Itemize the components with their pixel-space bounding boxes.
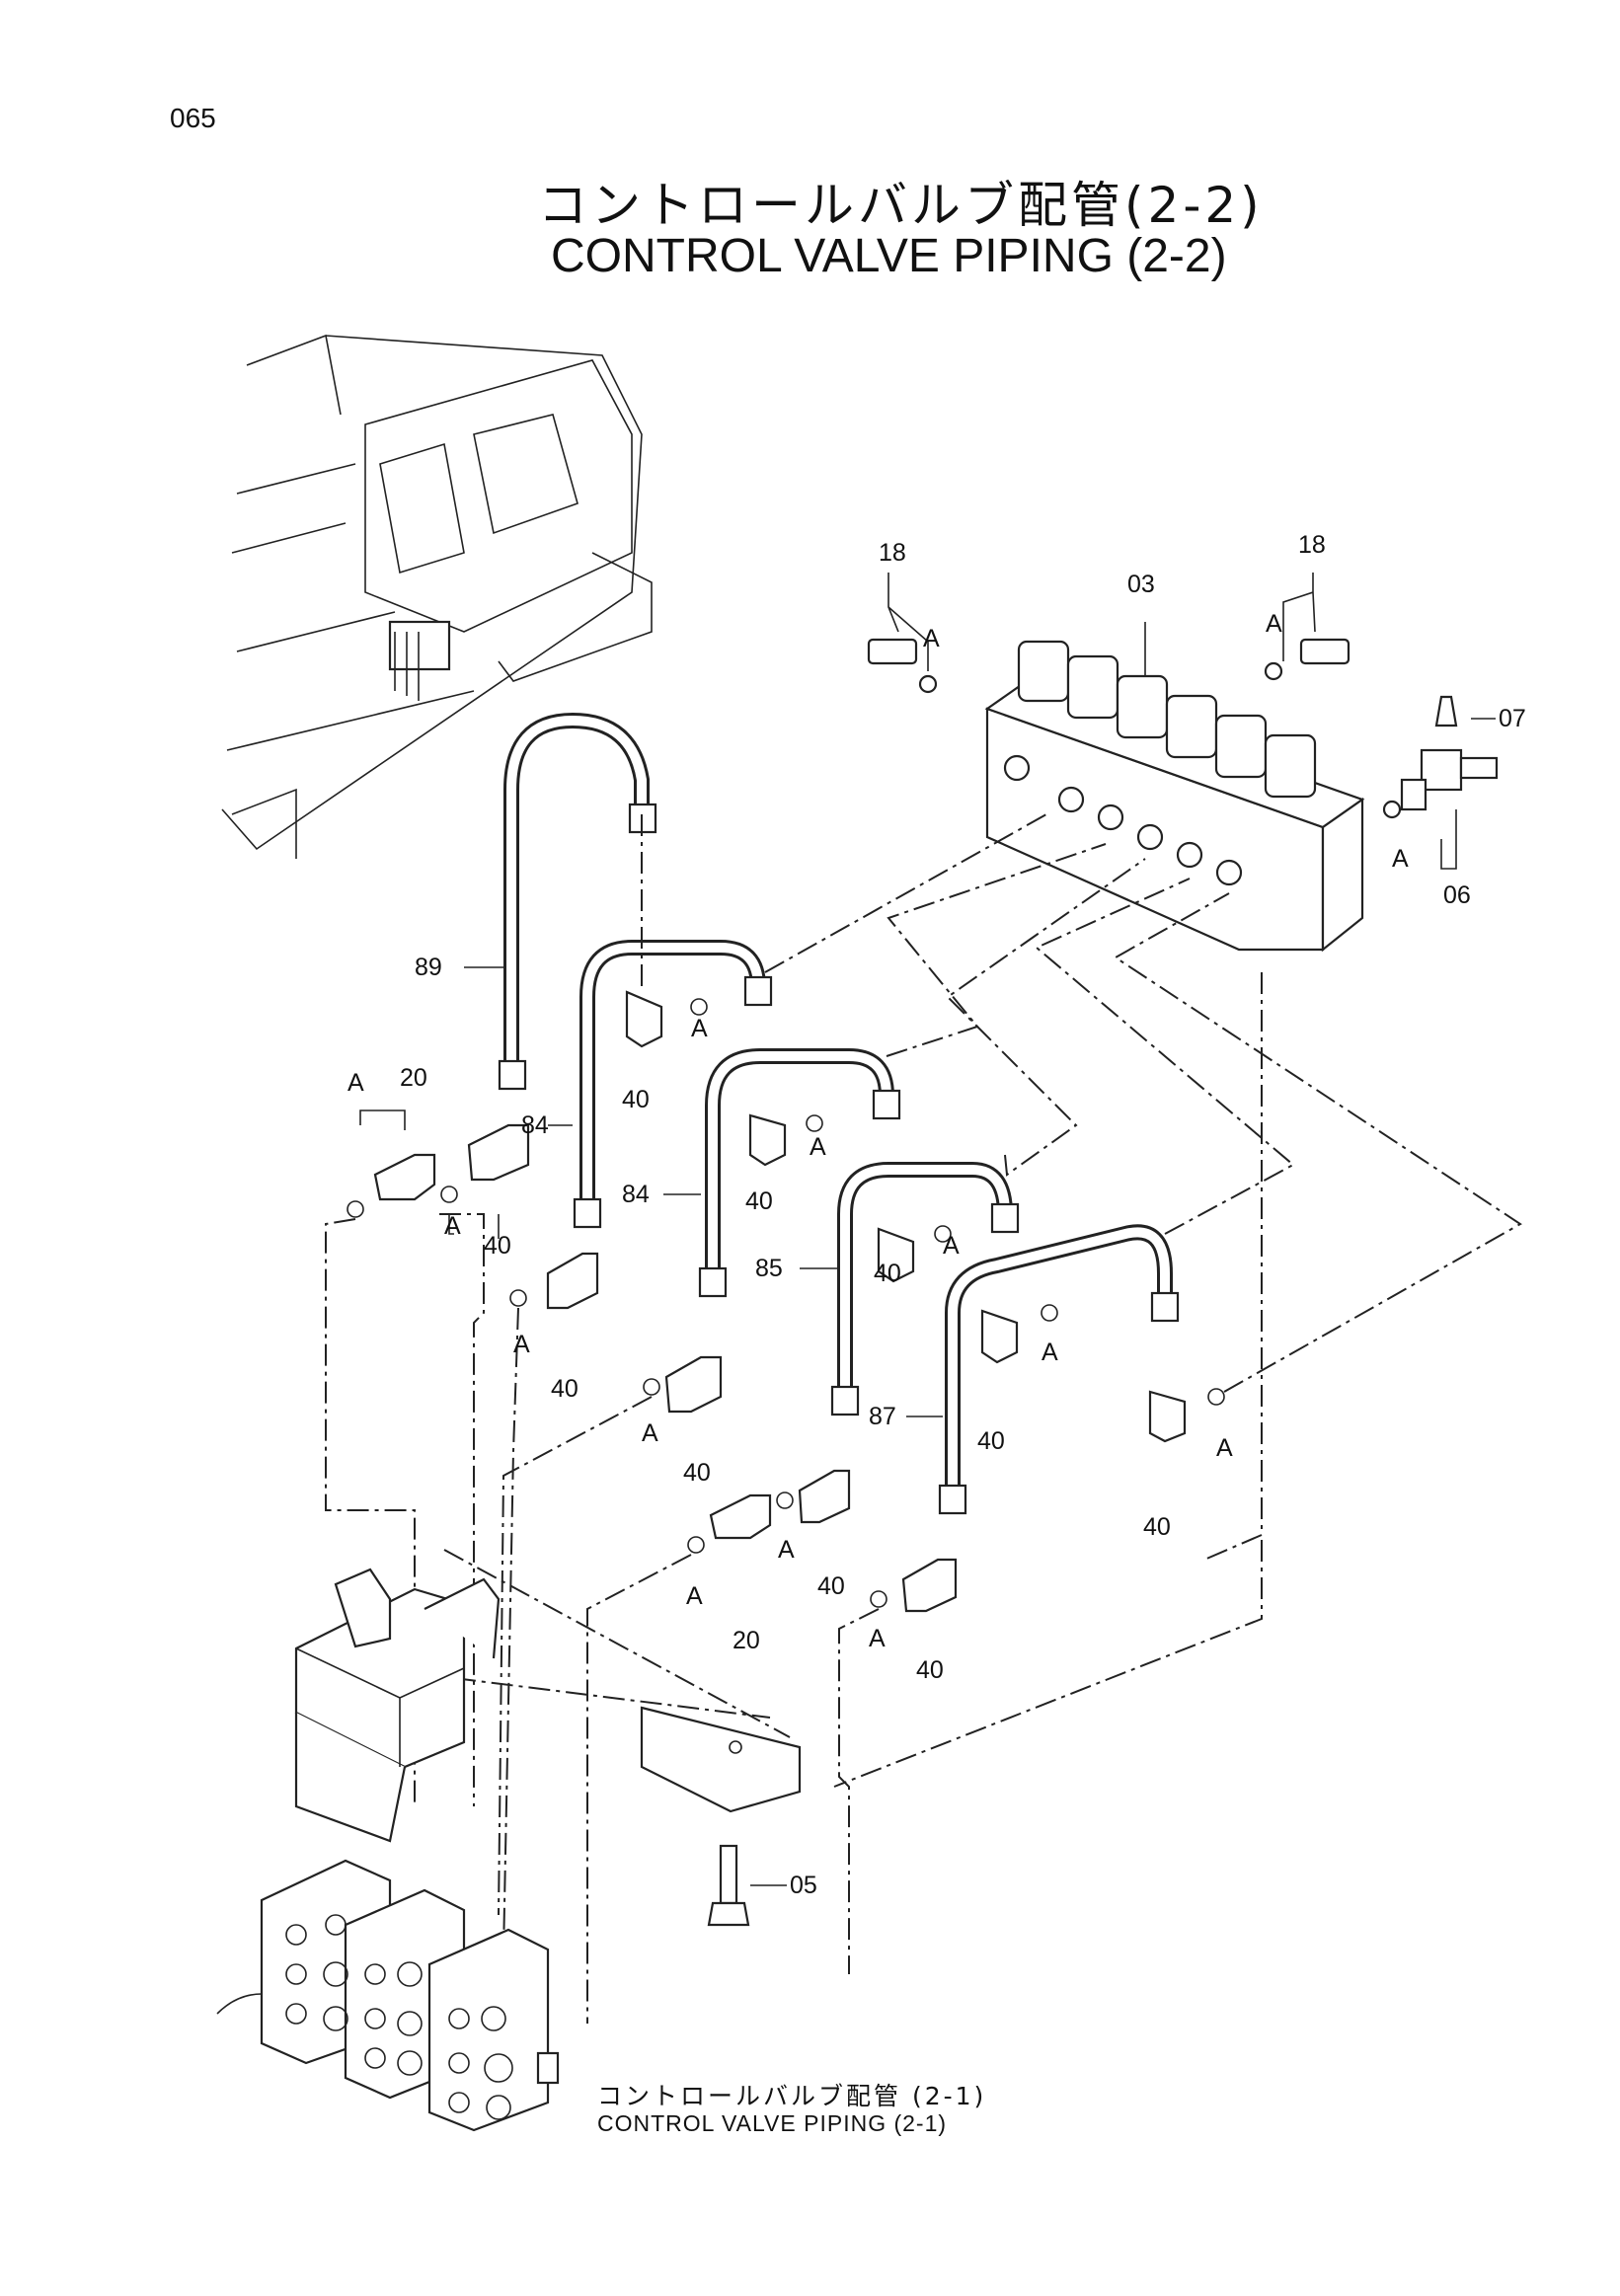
callout-a-8: A — [943, 1232, 960, 1260]
callout-20-left: 20 — [400, 1064, 427, 1092]
pressure-switch — [1382, 695, 1499, 819]
callout-40-b: 40 — [745, 1187, 773, 1215]
callout-40-f: 40 — [484, 1232, 511, 1260]
page-title-english: CONTROL VALVE PIPING (2-2) — [551, 230, 1227, 282]
pipes — [503, 713, 1173, 1508]
solenoid-coils — [1017, 640, 1317, 799]
callout-a-12: A — [642, 1419, 658, 1447]
callout-40-d: 40 — [977, 1427, 1005, 1455]
callout-a-15: A — [869, 1625, 886, 1652]
callout-05: 05 — [790, 1872, 817, 1899]
bolt-05 — [707, 1844, 750, 1927]
lower-control-valves — [216, 1568, 802, 2132]
callout-a-11: A — [513, 1331, 530, 1358]
callout-a-3: A — [1392, 845, 1409, 873]
machine-outline — [221, 334, 653, 859]
callout-a-4: A — [347, 1069, 364, 1097]
callout-03: 03 — [1127, 571, 1155, 598]
callout-a-2: A — [1266, 610, 1282, 638]
callout-a-1: A — [923, 625, 940, 652]
callout-87: 87 — [869, 1403, 896, 1430]
callout-a-13: A — [778, 1536, 795, 1564]
reference-title-english: CONTROL VALVE PIPING (2-1) — [597, 2110, 948, 2136]
callout-84-left: 84 — [521, 1111, 549, 1139]
callout-40-c: 40 — [874, 1260, 901, 1287]
callout-89: 89 — [415, 954, 442, 981]
callout-85: 85 — [755, 1255, 783, 1282]
valve-ports — [285, 1914, 513, 2120]
callout-a-9: A — [1041, 1339, 1058, 1366]
callout-a-10: A — [1216, 1434, 1233, 1462]
callout-40-h: 40 — [683, 1459, 711, 1487]
callout-40-e: 40 — [1143, 1513, 1171, 1541]
callout-40-i: 40 — [817, 1572, 845, 1600]
elbow-fittings — [467, 990, 1187, 1613]
callout-40-j: 40 — [916, 1656, 944, 1684]
callout-a-7: A — [810, 1133, 826, 1161]
callout-18-left: 18 — [879, 539, 906, 567]
connectors-20 — [373, 1153, 772, 1540]
routing-lines — [325, 813, 1522, 2024]
callout-84-right: 84 — [622, 1181, 650, 1208]
callout-06: 06 — [1443, 881, 1471, 909]
page-number: 065 — [170, 103, 216, 133]
callout-40-a: 40 — [622, 1086, 650, 1113]
callout-a-14: A — [686, 1582, 703, 1610]
callout-a-6: A — [691, 1015, 708, 1042]
callout-20-bottom: 20 — [733, 1627, 760, 1654]
callout-a-5: A — [444, 1212, 461, 1240]
solenoid-valve-block — [984, 640, 1365, 953]
callout-18-right: 18 — [1298, 531, 1326, 559]
o-rings — [347, 998, 1225, 1608]
page-title-japanese: コントロールバルブ配管(2-2) — [538, 177, 1264, 234]
adapters-18 — [867, 638, 1350, 694]
callout-40-g: 40 — [551, 1375, 579, 1403]
reference-title-japanese: コントロールバルブ配管 (2-1) — [597, 2082, 987, 2110]
pipe-nuts — [498, 803, 1180, 1515]
callout-07: 07 — [1499, 705, 1526, 732]
leader-lines — [359, 573, 1496, 1886]
callout-labels: 18 18 03 07 06 89 20 84 84 85 87 05 20 4… — [347, 531, 1526, 1899]
